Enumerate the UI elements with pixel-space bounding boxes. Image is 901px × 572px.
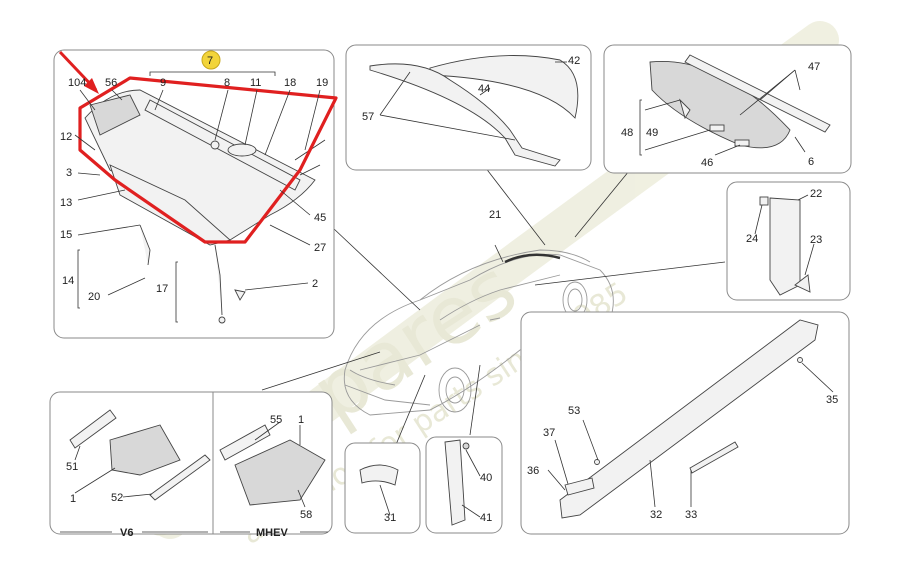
callout-24: 24 bbox=[746, 233, 758, 245]
callout-17: 17 bbox=[156, 283, 168, 295]
callout-7: 7 bbox=[207, 55, 213, 67]
callout-44: 44 bbox=[478, 83, 490, 95]
spoiler-parts bbox=[369, 55, 579, 167]
callout-37: 37 bbox=[543, 427, 555, 439]
car-body-outline bbox=[343, 249, 614, 416]
callout-2: 2 bbox=[312, 278, 318, 290]
trim-parts bbox=[754, 194, 815, 296]
callout-18: 18 bbox=[284, 77, 296, 89]
callout-56: 56 bbox=[105, 77, 117, 89]
section-label-v6: V6 bbox=[120, 527, 133, 539]
callout-22: 22 bbox=[810, 188, 822, 200]
callout-8: 8 bbox=[224, 77, 230, 89]
callout-1-mhev: 1 bbox=[298, 414, 304, 426]
callout-15: 15 bbox=[60, 229, 72, 241]
callout-21: 21 bbox=[489, 209, 501, 221]
callout-55: 55 bbox=[270, 414, 282, 426]
callout-32: 32 bbox=[650, 509, 662, 521]
callout-48: 48 bbox=[621, 127, 633, 139]
callout-20: 20 bbox=[88, 291, 100, 303]
group-bracket-7 bbox=[149, 71, 276, 76]
callout-40: 40 bbox=[480, 472, 492, 484]
vent-parts bbox=[359, 464, 399, 516]
callout-31: 31 bbox=[384, 512, 396, 524]
callout-13: 13 bbox=[60, 197, 72, 209]
callout-11: 11 bbox=[250, 77, 261, 89]
callout-104: 104 bbox=[68, 77, 86, 89]
highlight-outline bbox=[78, 76, 338, 244]
callout-36: 36 bbox=[527, 465, 539, 477]
skirt-parts bbox=[547, 319, 834, 519]
callout-12: 12 bbox=[60, 131, 72, 143]
hood-parts bbox=[639, 54, 831, 156]
callout-33: 33 bbox=[685, 509, 697, 521]
panel-vent bbox=[344, 442, 421, 534]
callout-58: 58 bbox=[300, 509, 312, 521]
callout-46: 46 bbox=[701, 157, 713, 169]
section-label-mhev: MHEV bbox=[256, 527, 288, 539]
callout-9: 9 bbox=[160, 77, 166, 89]
callout-57: 57 bbox=[362, 111, 374, 123]
callout-14: 14 bbox=[62, 275, 74, 287]
cowl-parts bbox=[84, 89, 326, 324]
callout-42: 42 bbox=[568, 55, 580, 67]
engine-parts bbox=[60, 409, 328, 533]
callout-49: 49 bbox=[646, 127, 658, 139]
callout-23: 23 bbox=[810, 234, 822, 246]
callout-3: 3 bbox=[66, 167, 72, 179]
callout-52: 52 bbox=[111, 492, 123, 504]
callout-47: 47 bbox=[808, 61, 820, 73]
callout-labels: 104 56 7 9 8 11 18 19 12 3 13 15 14 20 1… bbox=[60, 55, 838, 524]
callout-45: 45 bbox=[314, 212, 326, 224]
callout-19: 19 bbox=[316, 77, 328, 89]
callout-6: 6 bbox=[808, 156, 814, 168]
pillar-parts bbox=[444, 439, 481, 526]
callout-27: 27 bbox=[314, 242, 326, 254]
cowl-leaders bbox=[74, 89, 321, 323]
highlight-arrow bbox=[58, 50, 99, 94]
callout-circle-7 bbox=[201, 50, 221, 70]
callout-1-v6: 1 bbox=[70, 493, 76, 505]
callout-41: 41 bbox=[480, 512, 492, 524]
panel-pillar bbox=[425, 436, 503, 534]
callout-51: 51 bbox=[66, 461, 78, 473]
callout-35: 35 bbox=[826, 394, 838, 406]
callout-53: 53 bbox=[568, 405, 580, 417]
